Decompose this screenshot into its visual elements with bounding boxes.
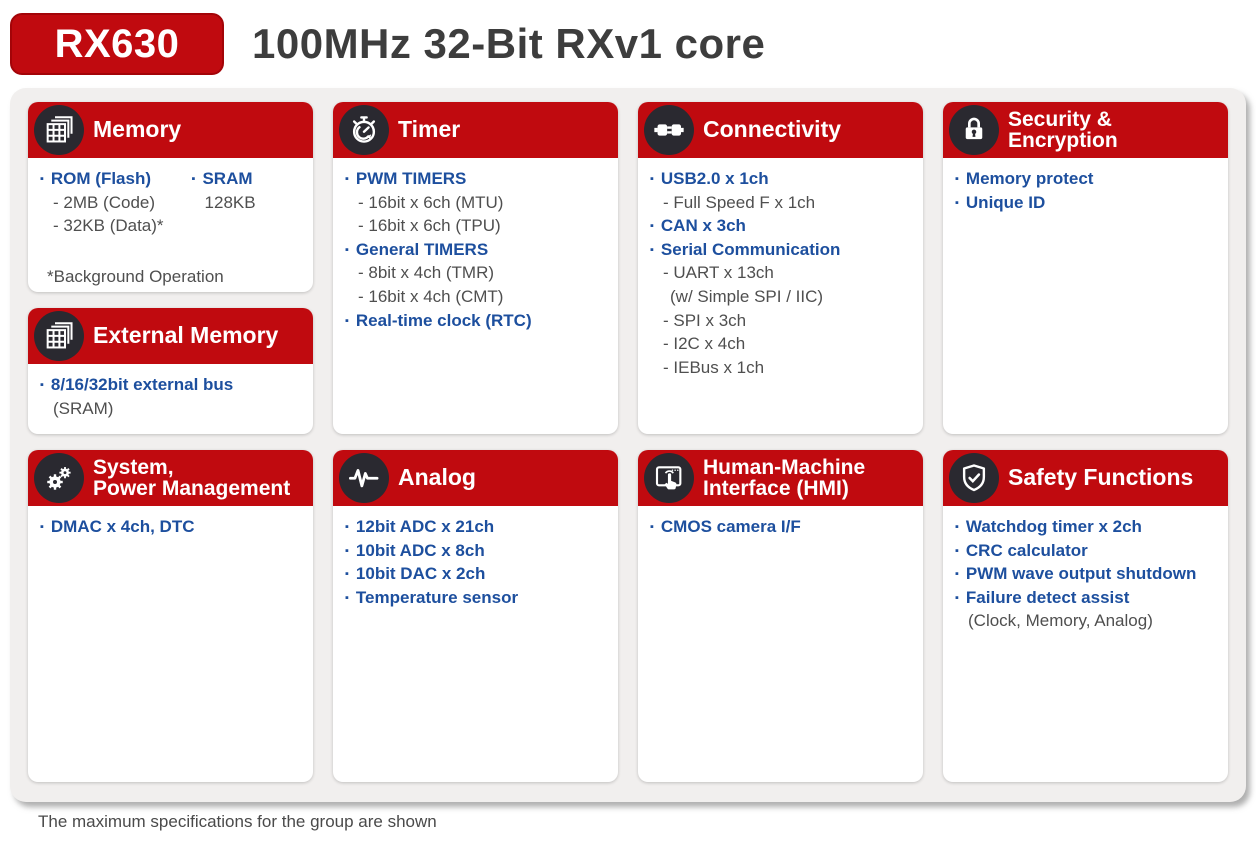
feature-item: 10bit ADC x 8ch: [345, 540, 608, 563]
card-safety: Safety Functions Watchdog timer x 2ch CR…: [943, 450, 1228, 782]
padlock-icon: [949, 105, 999, 155]
card-hmi: Human-Machine Interface (HMI) CMOS camer…: [638, 450, 923, 782]
feature-subitem: 128KB: [204, 192, 256, 212]
feature-subitem: (w/ Simple SPI / IIC): [670, 287, 824, 307]
card-safety-title: Safety Functions: [1008, 464, 1194, 491]
card-memory: Memory ROM (Flash) - 2MB (Code) - 32KB (…: [28, 102, 313, 292]
touchscreen-icon: [644, 453, 694, 503]
feature-item: CAN x 3ch: [650, 215, 913, 238]
card-connectivity-body: USB2.0 x 1ch - Full Speed F x 1ch CAN x …: [638, 158, 923, 388]
feature-subitem: - 32KB (Data)*: [53, 216, 164, 236]
card-memory-body: ROM (Flash) - 2MB (Code) - 32KB (Data)* …: [28, 158, 313, 292]
feature-item: CRC calculator: [955, 540, 1218, 563]
feature-grid: Memory ROM (Flash) - 2MB (Code) - 32KB (…: [28, 102, 1228, 782]
feature-subitem: (Clock, Memory, Analog): [968, 611, 1153, 631]
page-footnote: The maximum specifications for the group…: [38, 812, 437, 831]
card-system-power-header: System, Power Management: [28, 450, 313, 506]
card-connectivity-header: Connectivity: [638, 102, 923, 158]
page-header: RX630 100MHz 32-Bit RXv1 core: [10, 12, 1256, 76]
card-hmi-header: Human-Machine Interface (HMI): [638, 450, 923, 506]
feature-subitem: - IEBus x 1ch: [663, 357, 765, 377]
feature-item: Memory protect: [955, 168, 1218, 191]
card-connectivity: Connectivity USB2.0 x 1ch - Full Speed F…: [638, 102, 923, 434]
card-analog-body: 12bit ADC x 21ch 10bit ADC x 8ch 10bit D…: [333, 506, 618, 618]
feature-item: USB2.0 x 1ch: [650, 168, 913, 191]
card-timer: Timer PWM TIMERS - 16bit x 6ch (MTU) - 1…: [333, 102, 618, 434]
card-external-memory-body: 8/16/32bit external bus (SRAM): [28, 364, 313, 429]
card-security-title-line1: Security &: [1008, 107, 1112, 131]
feature-subitem: - 2MB (Code): [53, 192, 156, 212]
card-timer-header: Timer: [333, 102, 618, 158]
card-system-power-title: System, Power Management: [93, 455, 291, 500]
card-system-power-title-line2: Power Management: [93, 477, 291, 500]
card-hmi-title: Human-Machine Interface (HMI): [703, 455, 866, 500]
memory-footnote: *Background Operation: [47, 266, 224, 286]
card-security-header: Security & Encryption: [943, 102, 1228, 158]
feature-subitem: - UART x 13ch: [663, 263, 774, 283]
feature-subitem: - SPI x 3ch: [663, 310, 747, 330]
card-hmi-title-line1: Human-Machine: [703, 455, 866, 479]
card-connectivity-title: Connectivity: [703, 116, 842, 143]
card-security-body: Memory protect Unique ID: [943, 158, 1228, 223]
gears-icon: [34, 453, 84, 503]
feature-item: PWM wave output shutdown: [955, 563, 1218, 586]
card-external-memory: External Memory 8/16/32bit external bus …: [28, 308, 313, 434]
memory-left-column: ROM (Flash) - 2MB (Code) - 32KB (Data)*: [40, 168, 164, 239]
card-hmi-title-line2: Interface (HMI): [703, 477, 849, 500]
feature-subitem: - 8bit x 4ch (TMR): [358, 263, 495, 283]
feature-item: CMOS camera I/F: [650, 516, 913, 539]
feature-item: 10bit DAC x 2ch: [345, 563, 608, 586]
card-memory-title: Memory: [93, 116, 182, 143]
shield-check-icon: [949, 453, 999, 503]
card-hmi-body: CMOS camera I/F: [638, 506, 923, 548]
feature-item: Real-time clock (RTC): [345, 310, 608, 333]
feature-subitem: - I2C x 4ch: [663, 334, 746, 354]
card-analog: Analog 12bit ADC x 21ch 10bit ADC x 8ch …: [333, 450, 618, 782]
memory-right-column: SRAM 128KB: [192, 168, 256, 239]
feature-item: Temperature sensor: [345, 587, 608, 610]
feature-subitem: (SRAM): [53, 398, 114, 418]
feature-item: Unique ID: [955, 192, 1218, 215]
feature-item: 12bit ADC x 21ch: [345, 516, 608, 539]
feature-subitem: - Full Speed F x 1ch: [663, 192, 816, 212]
card-analog-title: Analog: [398, 464, 476, 491]
feature-panel: Memory ROM (Flash) - 2MB (Code) - 32KB (…: [10, 88, 1246, 802]
plug-icon: [644, 105, 694, 155]
card-security-title: Security & Encryption: [1008, 107, 1118, 152]
stopwatch-icon: [339, 105, 389, 155]
feature-subitem: - 16bit x 6ch (MTU): [358, 192, 504, 212]
card-safety-body: Watchdog timer x 2ch CRC calculator PWM …: [943, 506, 1228, 642]
card-safety-header: Safety Functions: [943, 450, 1228, 506]
card-security-title-line2: Encryption: [1008, 129, 1118, 152]
memory-grid-icon: [34, 311, 84, 361]
waveform-icon: [339, 453, 389, 503]
feature-subitem: - 16bit x 6ch (TPU): [358, 216, 501, 236]
product-badge: RX630: [10, 13, 224, 75]
feature-item: Watchdog timer x 2ch: [955, 516, 1218, 539]
page-title: 100MHz 32-Bit RXv1 core: [252, 20, 766, 67]
memory-grid-icon: [34, 105, 84, 155]
card-system-power-title-line1: System,: [93, 455, 174, 479]
feature-item: 8/16/32bit external bus: [40, 374, 303, 397]
feature-item: Serial Communication: [650, 239, 913, 262]
card-analog-header: Analog: [333, 450, 618, 506]
card-timer-title: Timer: [398, 116, 461, 143]
card-system-power-body: DMAC x 4ch, DTC: [28, 506, 313, 548]
feature-item: Failure detect assist: [955, 587, 1218, 610]
feature-subitem: - 16bit x 4ch (CMT): [358, 287, 504, 307]
memory-columns: ROM (Flash) - 2MB (Code) - 32KB (Data)* …: [40, 168, 303, 239]
card-security: Security & Encryption Memory protect Uni…: [943, 102, 1228, 434]
card-timer-body: PWM TIMERS - 16bit x 6ch (MTU) - 16bit x…: [333, 158, 618, 341]
card-external-memory-header: External Memory: [28, 308, 313, 364]
feature-item: DMAC x 4ch, DTC: [40, 516, 303, 539]
feature-item: General TIMERS: [345, 239, 608, 262]
card-memory-header: Memory: [28, 102, 313, 158]
card-system-power: System, Power Management DMAC x 4ch, DTC: [28, 450, 313, 782]
column-memory-stack: Memory ROM (Flash) - 2MB (Code) - 32KB (…: [28, 102, 313, 434]
card-external-memory-title: External Memory: [93, 322, 279, 349]
feature-item: SRAM: [192, 168, 256, 191]
feature-item: PWM TIMERS: [345, 168, 608, 191]
feature-item: ROM (Flash): [40, 168, 164, 191]
